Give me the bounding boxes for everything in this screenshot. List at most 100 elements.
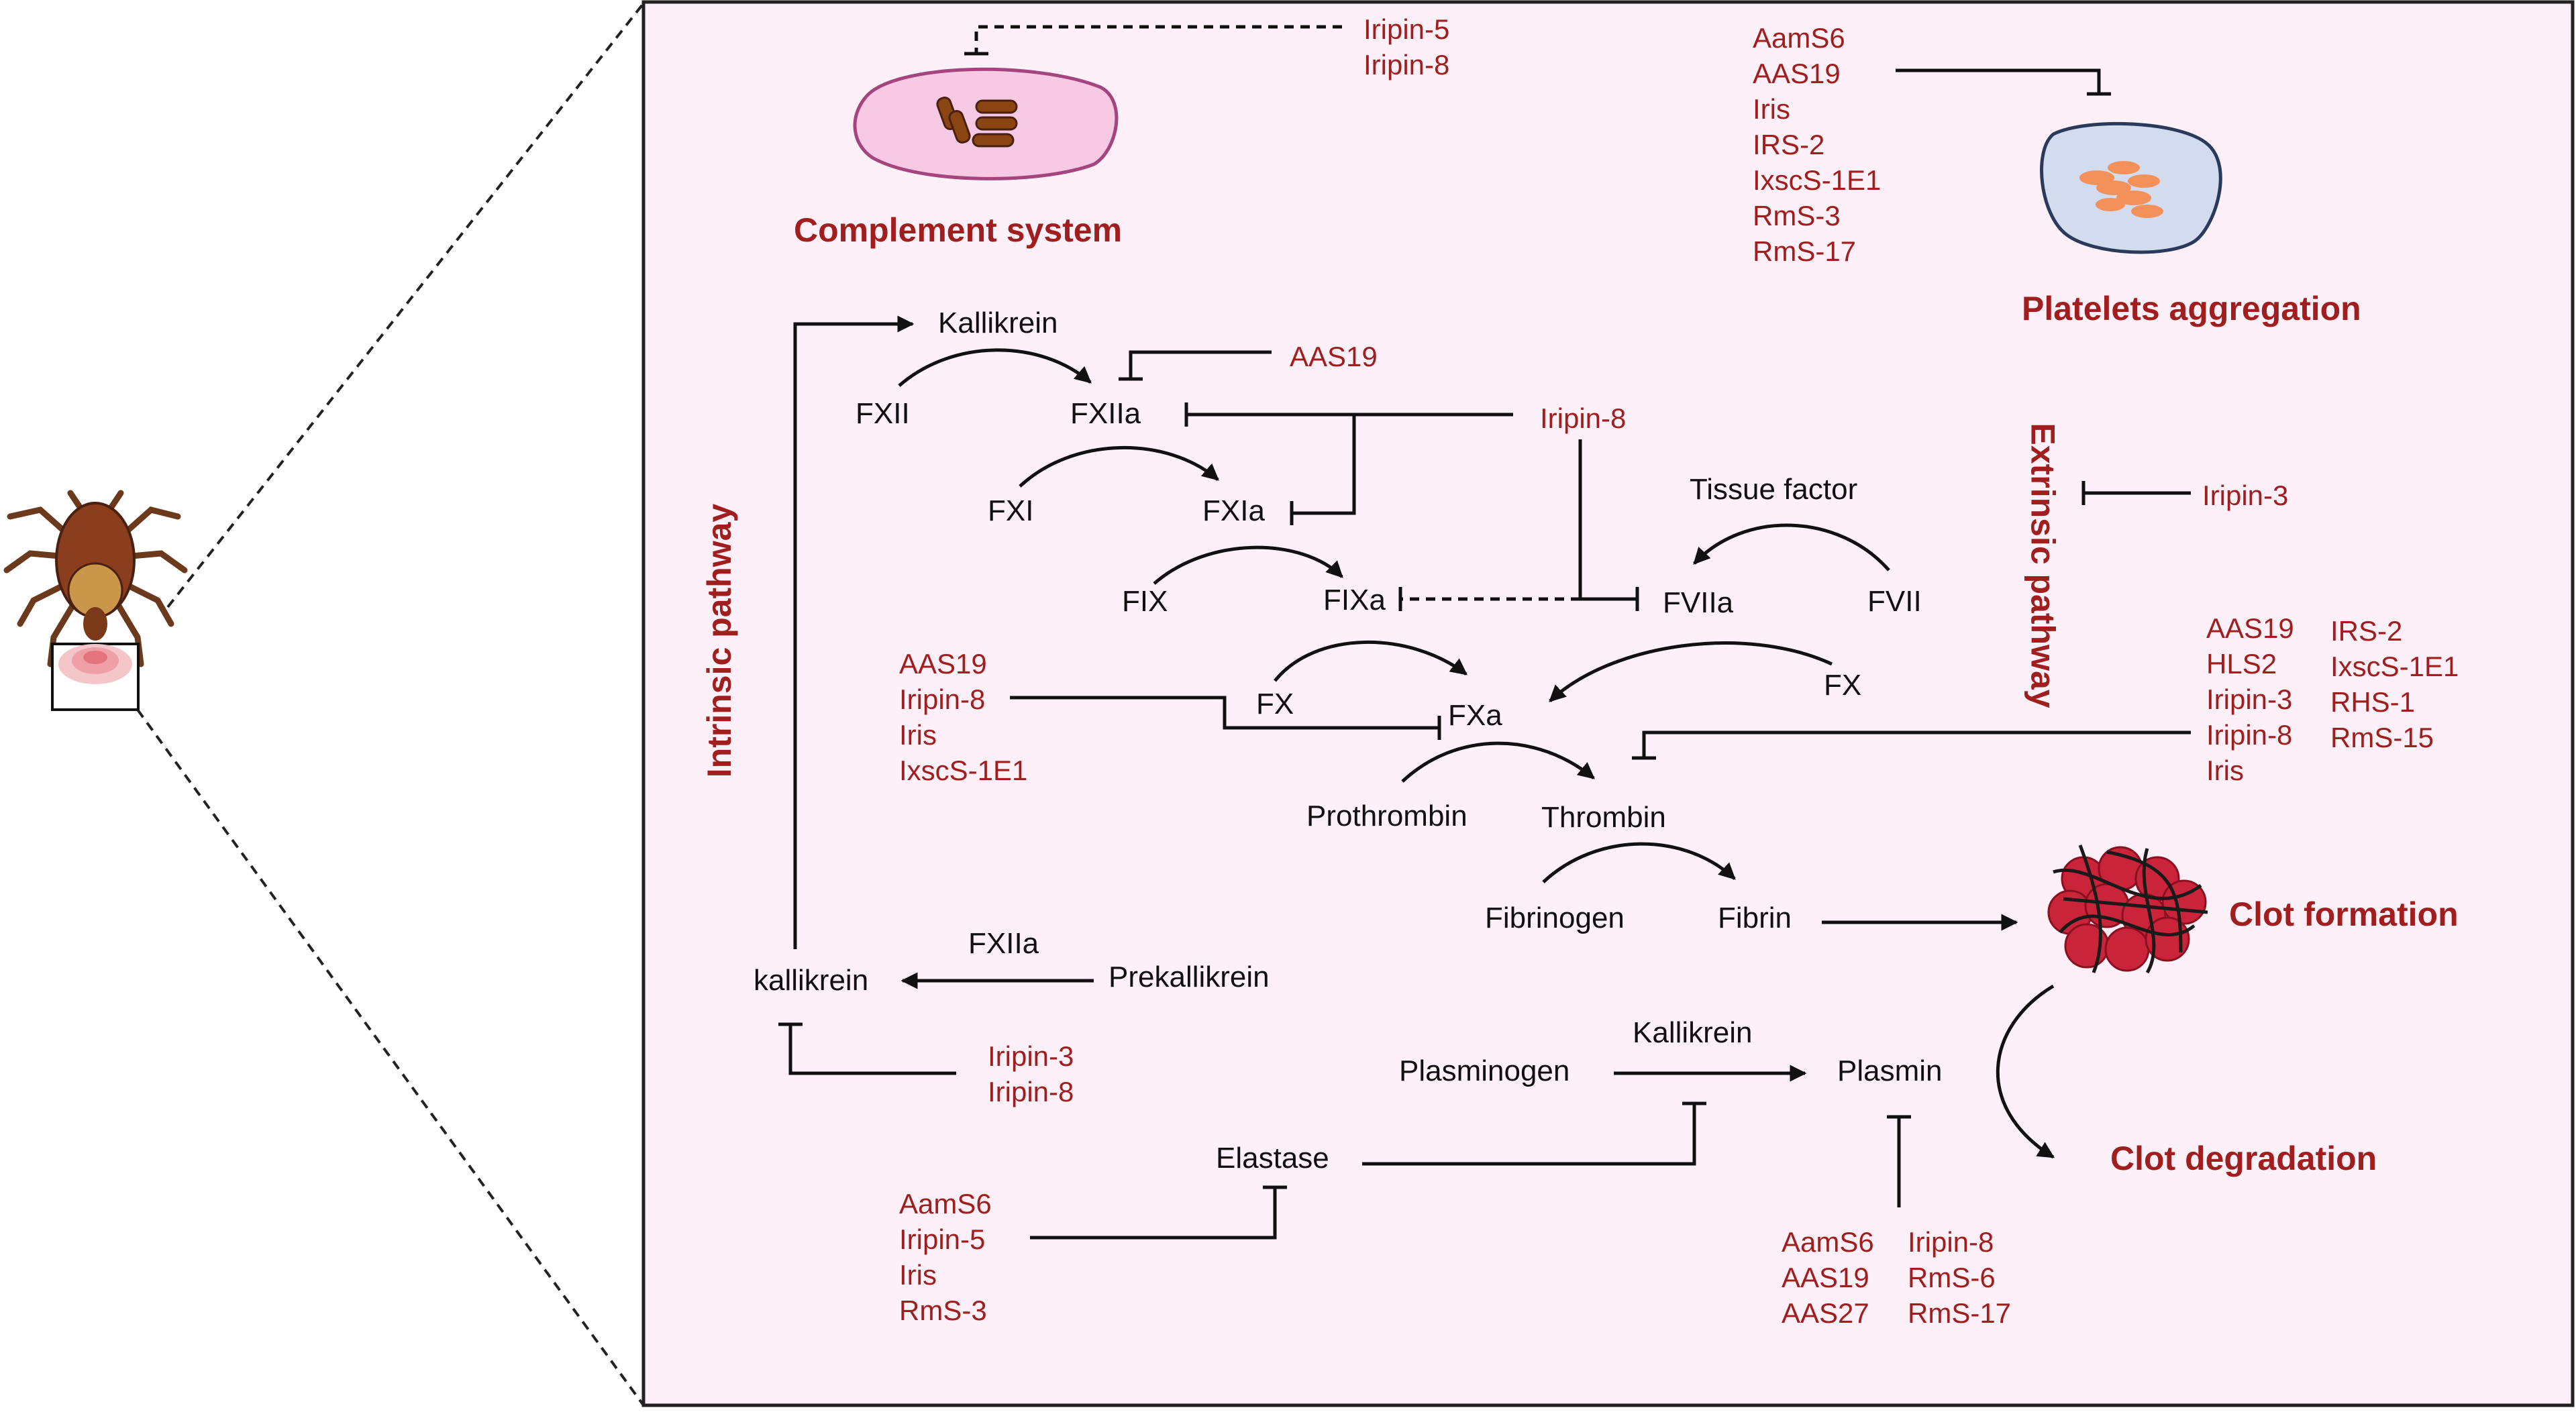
- inhibitor-item: AAS19: [1753, 58, 1841, 89]
- kallikrein-plasmin-label: Kallikrein: [1633, 1016, 1753, 1049]
- inhibitor-item: Iripin-3: [2202, 480, 2289, 511]
- inhibitor-item: IxscS-1E1: [1753, 164, 1882, 196]
- inhibitor-item: RmS-15: [2330, 722, 2434, 753]
- inhibitor-item: Iripin-5: [1363, 13, 1450, 45]
- inhibitor-item: Iripin-3: [988, 1040, 1074, 1072]
- kallikrein-top-label: Kallikrein: [938, 307, 1058, 339]
- fxi-label: FXI: [988, 494, 1034, 527]
- fibrin-label: Fibrin: [1718, 902, 1792, 934]
- inhibitor-item: AamS6: [1753, 22, 1845, 54]
- thrombin-label: Thrombin: [1541, 801, 1666, 834]
- inhibitor-item: RmS-6: [1908, 1262, 1996, 1293]
- clot-degradation-arrow: [1996, 984, 2055, 1159]
- extrinsic-inhibitor-list: Iripin-3: [2202, 478, 2288, 513]
- intrinsic-inhibitor-list: Iripin-8: [1540, 400, 1626, 436]
- prothrombin-label: Prothrombin: [1306, 800, 1467, 832]
- inhibitor-item: RmS-17: [1753, 235, 1857, 267]
- fxiia-inhibitor-list: AAS19: [1290, 339, 1378, 374]
- fix-activation-arrow: [1153, 545, 1343, 585]
- inhibitor-item: Iripin-8: [2206, 719, 2293, 751]
- prothrombin-activation-arrow: [1401, 741, 1595, 783]
- fx-right-label: FX: [1824, 669, 1862, 702]
- inhibitor-item: Iripin-8: [899, 684, 986, 715]
- blood-clot-icon: [2047, 845, 2208, 974]
- complement-cell-icon: [853, 67, 1119, 180]
- inhibitor-item: HLS2: [2206, 648, 2277, 680]
- inhibitor-item: Iripin-8: [1540, 402, 1627, 434]
- platelet-cell-icon: [2040, 121, 2222, 254]
- inhibitor-item: AamS6: [1782, 1226, 1874, 1258]
- inhibitor-item: AAS19: [2206, 612, 2294, 644]
- iripin8-fxia-inhibition: [1292, 415, 1356, 515]
- elastase-inhibition-line: [1030, 1187, 1277, 1240]
- tick-illustration: [3, 490, 188, 711]
- fixa-label: FIXa: [1323, 584, 1386, 616]
- fvii-activation-arrow: [1693, 523, 1890, 572]
- inhibitor-item: AAS19: [899, 648, 987, 680]
- complement-inhibition-line: [974, 25, 1342, 54]
- platelets-aggregation-title: Platelets aggregation: [2022, 290, 2361, 327]
- fx-left-activation-arrow: [1274, 640, 1467, 682]
- fxiia-lower-label: FXIIa: [968, 927, 1039, 960]
- elastase-plasmin-inhibition: [1362, 1103, 1696, 1166]
- complement-system-title: Complement system: [794, 211, 1123, 249]
- fibrinogen-label: Fibrinogen: [1485, 902, 1625, 934]
- inhibitor-item: Iripin-8: [988, 1076, 1074, 1107]
- fviia-label: FVIIa: [1663, 586, 1734, 619]
- inhibitor-item: Iris: [899, 1259, 937, 1291]
- plasminogen-label: Plasminogen: [1399, 1054, 1570, 1087]
- kallikrein-inhibition-line: [788, 1024, 956, 1075]
- kallikrein-feedback-arrow: [793, 315, 915, 949]
- inhibitor-item: IxscS-1E1: [2330, 651, 2459, 682]
- fxa-label: FXa: [1448, 699, 1502, 732]
- inhibitor-item: AamS6: [899, 1188, 992, 1219]
- inhibitor-item: AAS19: [1782, 1262, 1869, 1293]
- inhibitor-item: Iris: [2206, 755, 2244, 786]
- inhibitor-item: RmS-17: [1908, 1297, 2012, 1329]
- inhibitor-item: RmS-3: [899, 1295, 987, 1326]
- fx-right-activation-arrow: [1549, 641, 1833, 702]
- fxa-inhibition-line: [1010, 696, 1439, 730]
- inhibitor-item: Iripin-8: [1908, 1226, 1994, 1258]
- fx-left-label: FX: [1256, 688, 1294, 720]
- extrinsic-pathway-label: Extrinsic pathway: [2024, 423, 2062, 708]
- inhibitor-item: RmS-3: [1753, 200, 1841, 231]
- aas19-fxiia-inhibition: [1129, 350, 1272, 379]
- inhibitor-item: IRS-2: [2330, 615, 2403, 647]
- inhibitor-item: Iris: [1753, 93, 1790, 125]
- inhibitor-item: IRS-2: [1753, 129, 1825, 160]
- zoom-line-bottom: [136, 708, 645, 1407]
- fxiia-label: FXIIa: [1070, 397, 1141, 430]
- inhibitor-item: RHS-1: [2330, 686, 2416, 718]
- inhibitor-item: Iripin-3: [2206, 684, 2293, 715]
- plasmin-label: Plasmin: [1837, 1054, 1943, 1087]
- prekallikrein-label: Prekallikrein: [1109, 961, 1270, 993]
- clot-formation-title: Clot formation: [2229, 895, 2459, 933]
- inhibitor-item: IxscS-1E1: [899, 755, 1028, 786]
- thrombin-inhibition-line: [1642, 730, 2191, 758]
- zoom-line-top: [166, 2, 645, 608]
- fxii-label: FXII: [856, 397, 910, 430]
- tissue-factor-label: Tissue factor: [1690, 473, 1858, 506]
- fxi-activation-arrow: [1019, 445, 1219, 488]
- inhibitor-item: AAS27: [1782, 1297, 1869, 1329]
- inhibitor-item: Iripin-5: [899, 1224, 986, 1255]
- elastase-label: Elastase: [1216, 1142, 1329, 1175]
- platelet-inhibition-line: [1896, 68, 2101, 94]
- intrinsic-pathway-label: Intrinsic pathway: [701, 503, 739, 778]
- fxii-activation-arrow: [898, 348, 1092, 387]
- fix-label: FIX: [1122, 585, 1168, 618]
- inhibitor-item: Iris: [899, 719, 937, 751]
- fibrinogen-activation-arrow: [1542, 842, 1736, 883]
- fxia-label: FXIa: [1202, 494, 1265, 527]
- inhibitor-item: Iripin-8: [1363, 49, 1450, 80]
